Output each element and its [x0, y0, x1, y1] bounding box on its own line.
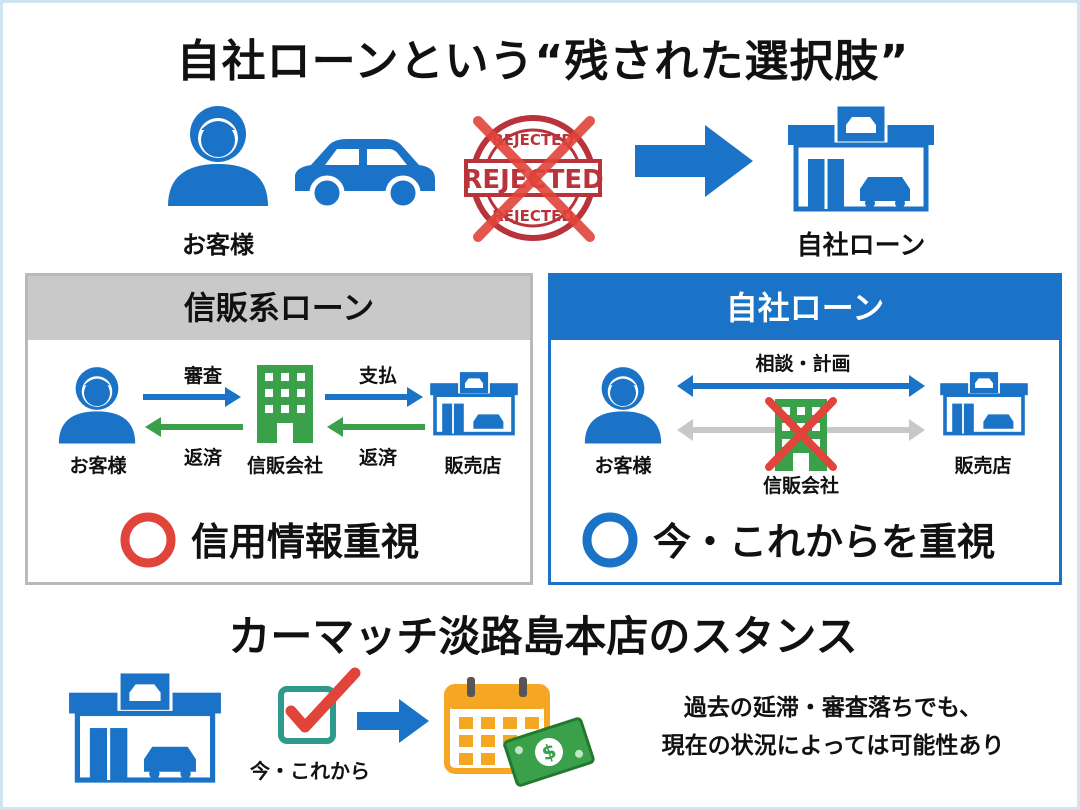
customer-label: お客様 — [69, 455, 127, 477]
car-icon — [295, 139, 435, 211]
arrow-right-icon — [325, 387, 423, 407]
credit-company-label: 信販会社 — [246, 455, 323, 477]
arrow-label-screening: 審査 — [183, 365, 222, 387]
in-house-loan-header: 自社ローン — [551, 276, 1059, 340]
dealer-shop-icon — [69, 670, 221, 783]
blue-circle-icon — [582, 512, 638, 568]
credit-company-label: 信販会社 — [762, 475, 839, 497]
arrow-left-icon — [145, 417, 243, 437]
credit-loan-emphasis: 信用情報重視 — [191, 520, 420, 564]
crossed-building-icon — [765, 397, 837, 471]
arrow-right-icon — [143, 387, 241, 407]
arrow-label-repay: 返済 — [358, 447, 397, 469]
red-circle-icon — [120, 512, 176, 568]
in-house-loan-emphasis: 今・これからを重視 — [653, 520, 996, 564]
stance-line-1: 過去の延滞・審査落ちでも、 — [683, 695, 983, 721]
customer-label: お客様 — [182, 231, 254, 259]
arrow-label-payment: 支払 — [358, 365, 397, 387]
stance-title: カーマッチ淡路島本店のスタンス — [228, 612, 858, 661]
arrow-left-icon — [327, 417, 425, 437]
checkbox-icon — [278, 667, 361, 744]
arrow-label-repay: 返済 — [183, 447, 222, 469]
double-arrow-icon — [677, 375, 925, 397]
svg-text:REJECTED: REJECTED — [492, 131, 574, 149]
dealer-label: 販売店 — [954, 455, 1012, 477]
customer-icon — [584, 367, 662, 444]
credit-loan-header: 信販系ローン — [28, 276, 530, 340]
arrow-label-consult: 相談・計画 — [755, 353, 851, 375]
stance-description: 過去の延滞・審査落ちでも、 現在の状況によっては可能性あり — [603, 689, 1063, 765]
dealer-label: 自社ローン — [796, 231, 926, 261]
page-title: 自社ローンという“残された選択肢” — [176, 36, 910, 87]
svg-text:REJECTED: REJECTED — [492, 207, 574, 225]
check-label: 今・これから — [250, 759, 370, 783]
rejected-stamp-icon: REJECTED REJECTED REJECTED — [462, 115, 604, 242]
building-icon — [257, 365, 313, 443]
customer-label: お客様 — [594, 455, 652, 477]
stance-line-2: 現在の状況によっては可能性あり — [661, 733, 1005, 759]
money-icon: $ — [503, 717, 595, 787]
big-arrow-right-icon — [635, 125, 753, 197]
dealer-label: 販売店 — [444, 455, 502, 477]
dealer-shop-icon — [940, 370, 1028, 436]
customer-icon — [58, 367, 136, 444]
dealer-shop-icon — [430, 370, 518, 436]
dealer-shop-icon — [788, 103, 934, 212]
arrow-right-icon — [357, 699, 429, 743]
customer-icon — [168, 106, 268, 206]
